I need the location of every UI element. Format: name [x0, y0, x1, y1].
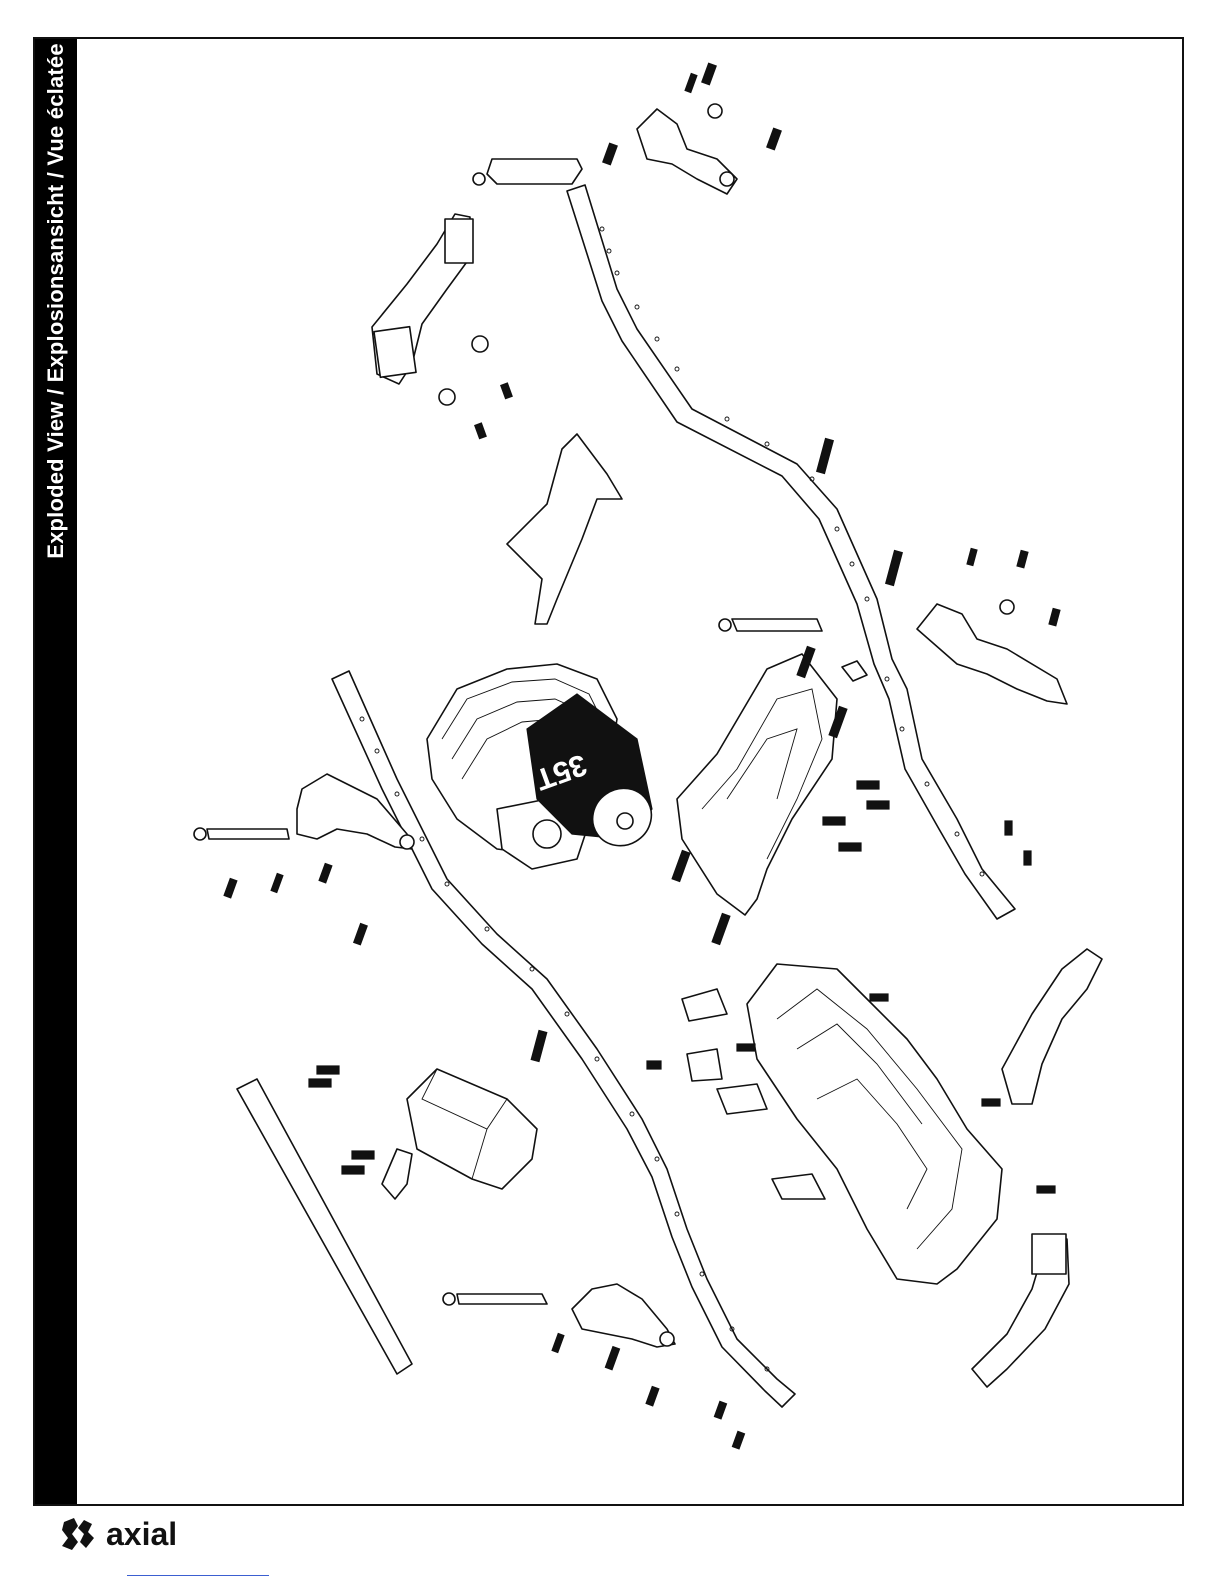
servo-horn — [382, 1149, 412, 1199]
bumper-mount-front — [372, 214, 473, 384]
body-mount-lower — [572, 1284, 675, 1347]
shock-hoop-front — [507, 434, 622, 624]
bumper-mount-rear — [972, 1234, 1069, 1387]
body-post-top — [473, 159, 582, 185]
body-mount-upper — [637, 104, 737, 194]
body-post-left — [194, 828, 289, 840]
exploded-view-drawing: 35T — [77, 39, 1182, 1504]
battery-strap — [237, 1079, 412, 1374]
brand-wordmark: axial — [106, 1516, 177, 1552]
section-title: Exploded View / Explosionsansicht / Vue … — [43, 43, 69, 559]
shock-hoop-rear — [1002, 949, 1102, 1104]
footer-link-underline — [127, 1575, 269, 1576]
body-post-bottom — [443, 1293, 547, 1305]
body-mount-mid-right — [917, 600, 1067, 704]
skid-plate-mount — [677, 654, 837, 915]
axial-mark-icon — [62, 1518, 94, 1550]
body-post-mid — [719, 619, 822, 631]
steering-servo — [407, 1069, 537, 1189]
axial-logo: axial — [58, 1516, 228, 1552]
section-title-band: Exploded View / Explosionsansicht / Vue … — [35, 39, 77, 1504]
diagram-frame: Exploded View / Explosionsansicht / Vue … — [33, 37, 1184, 1506]
battery-tray — [747, 964, 1002, 1284]
